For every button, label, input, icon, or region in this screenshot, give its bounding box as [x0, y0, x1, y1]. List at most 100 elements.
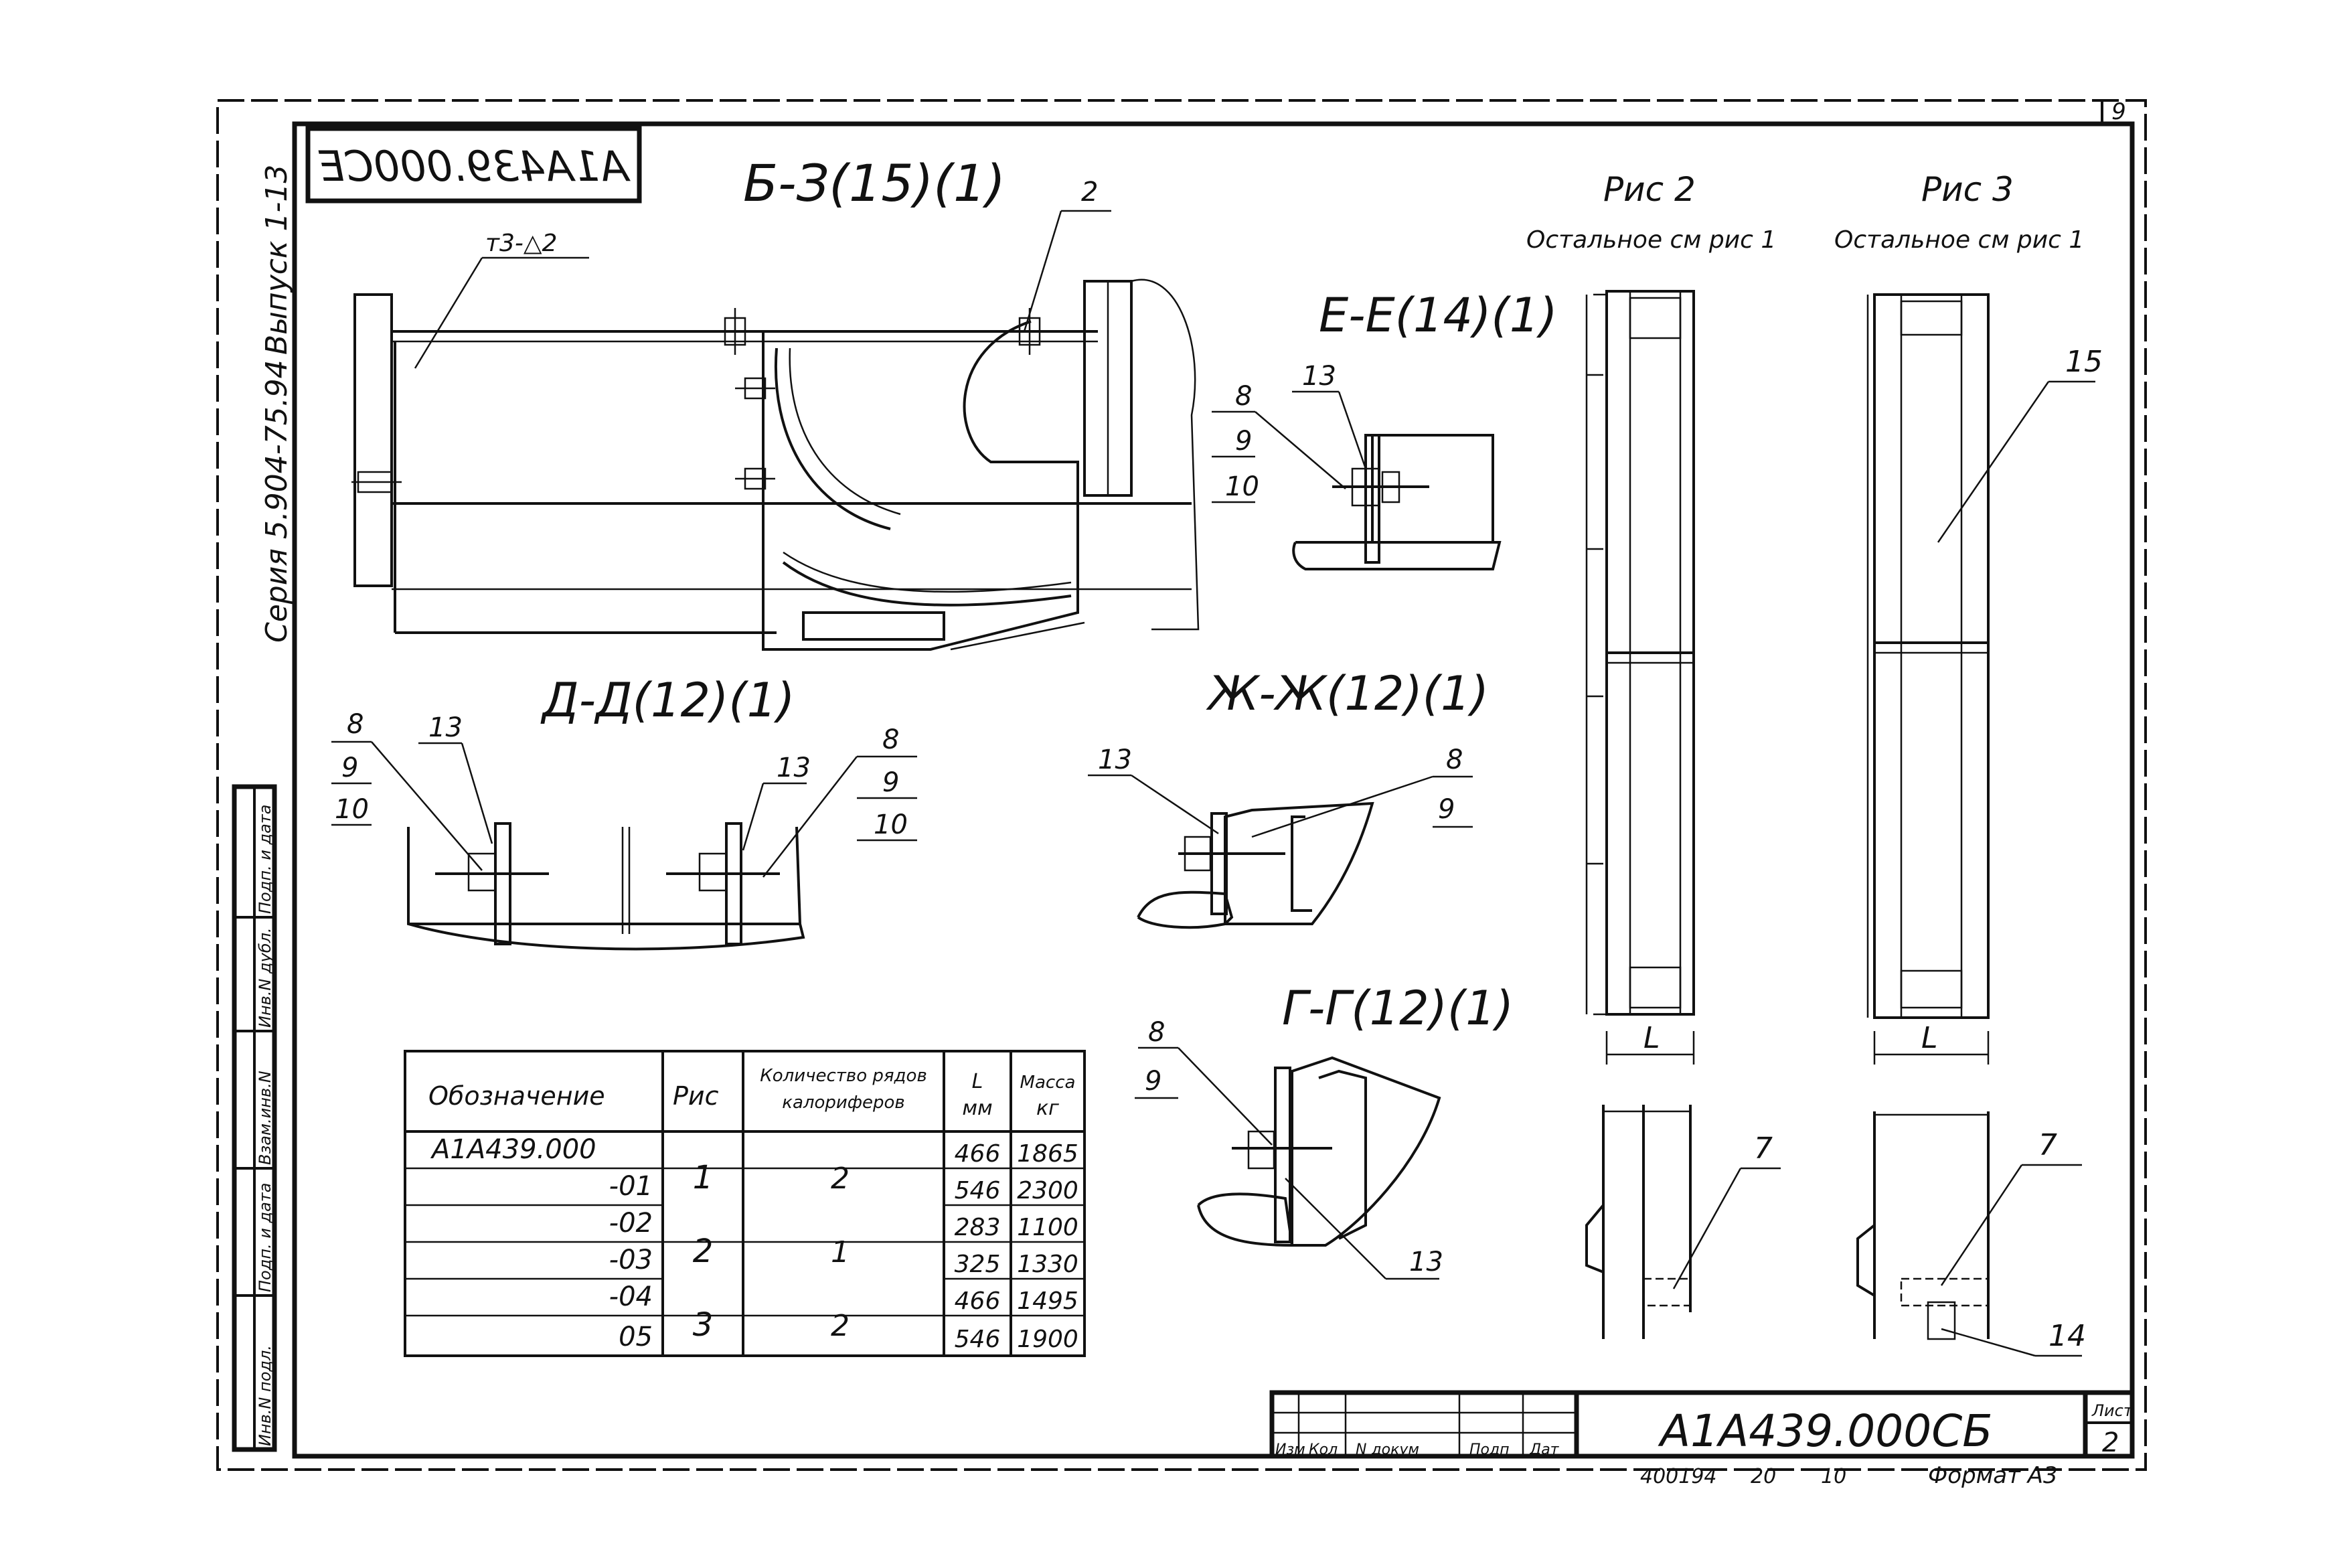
weld-mark: т3-△2 [485, 230, 557, 257]
view-d-d-title: Д-Д(12)(1) [540, 673, 795, 728]
view-b-z: Б-З(15)(1) т3-△2 2 [351, 153, 1200, 651]
fig-3-callout-7: 7 [2038, 1128, 2057, 1162]
fig-3-note: Остальное см рис 1 [1834, 226, 2084, 254]
td-r5-l: 546 [955, 1326, 1001, 1353]
title-block: Изм Кол N докум Подп Дат А1А439.000СБ Ли… [1269, 1390, 2135, 1489]
stamp-col-podp-data-2: Подп. и дата [256, 805, 274, 915]
th-mass-1: Масса [1020, 1073, 1076, 1093]
zh-zh-callout-8: 8 [1446, 744, 1463, 775]
d-d-left-10: 10 [335, 794, 369, 825]
view-zh-zh-title: Ж-Ж(12)(1) [1206, 666, 1489, 721]
tb-designation: А1А439.000СБ [1658, 1405, 1993, 1457]
td-r2-mass: 1100 [1017, 1214, 1078, 1241]
td-r0-l: 466 [955, 1140, 1001, 1168]
th-rows-count-2: калориферов [782, 1093, 905, 1113]
drawing-frame: 9 [216, 98, 2147, 1471]
g-g-callout-8: 8 [1148, 1017, 1165, 1048]
td-r1-l: 546 [955, 1177, 1001, 1204]
stamp-col-podp-data-1: Подп. и дата [256, 1183, 274, 1293]
fig-2: Рис 2 Остальное см рис 1 L 7 [1526, 170, 1781, 1339]
td-r1-designation: -01 [609, 1171, 653, 1202]
fig-2-callout-7: 7 [1754, 1131, 1773, 1166]
view-e-e-title: Е-Е(14)(1) [1319, 288, 1558, 343]
td-r1-mass: 2300 [1017, 1177, 1078, 1204]
d-d-left-13: 13 [428, 712, 463, 743]
td-r2-designation: -02 [609, 1208, 653, 1239]
fig-2-note: Остальное см рис 1 [1526, 226, 1776, 254]
td-r0-fig: 1 [693, 1159, 714, 1196]
fig-3: Рис 3 Остальное см рис 1 15 L 7 14 [1834, 170, 2103, 1357]
tb-col-ndokum: N докум [1356, 1441, 1419, 1458]
left-stamp-strip: Инв.N подл. Подп. и дата Взам.инв.N Инв.… [232, 784, 277, 1452]
view-d-d: Д-Д(12)(1) 8 9 10 13 13 8 9 10 [331, 673, 917, 951]
fig-2-title: Рис 2 [1603, 170, 1696, 209]
e-e-callout-8: 8 [1235, 381, 1252, 412]
td-r4-rows: 2 [831, 1309, 850, 1343]
tb-col-izm: Изм [1275, 1441, 1305, 1458]
fig-3-callout-15: 15 [2065, 345, 2103, 379]
th-designation: Обозначение [428, 1081, 605, 1111]
stamp-col-inv-podl: Инв.N подл. [256, 1345, 274, 1446]
fig-3-title: Рис 3 [1921, 170, 2014, 209]
view-g-g: Г-Г(12)(1) 8 9 13 [1135, 981, 1514, 1280]
td-r3-l: 325 [955, 1251, 1001, 1278]
e-e-callout-9: 9 [1235, 426, 1252, 457]
stamp-col-inv-dubl: Инв.N дубл. [256, 927, 274, 1028]
td-r0-rows: 2 [831, 1162, 850, 1196]
tb-col-data: Дат [1529, 1441, 1560, 1458]
e-e-callout-13: 13 [1302, 361, 1336, 392]
tb-sheet: 2 [2102, 1427, 2119, 1458]
d-d-right-8: 8 [882, 724, 899, 755]
d-d-right-13: 13 [777, 753, 811, 783]
callout-2: 2 [1081, 177, 1098, 208]
issue-label: Выпуск 1-13 [260, 165, 294, 355]
spec-table: Обозначение Рис Количество рядов калориф… [404, 1050, 1086, 1357]
td-r4-l: 466 [955, 1287, 1001, 1315]
zh-zh-callout-13: 13 [1098, 744, 1132, 775]
td-r3-designation: -03 [609, 1245, 653, 1275]
sheet-number: 9 [2111, 98, 2126, 125]
tb-col-kol: Кол [1309, 1441, 1338, 1458]
fig-3-callout-14: 14 [2048, 1319, 2086, 1353]
th-l-2: мм [962, 1097, 992, 1120]
tb-col-podp: Подп [1469, 1441, 1510, 1458]
th-fig: Рис [673, 1081, 719, 1111]
d-d-right-10: 10 [874, 809, 908, 840]
td-r4-fig: 3 [693, 1306, 714, 1344]
td-r4-mass: 1495 [1017, 1287, 1078, 1315]
td-r4-designation: -04 [609, 1281, 653, 1312]
td-r5-designation: 05 [619, 1322, 653, 1352]
tb-archive-2: 20 [1751, 1465, 1776, 1488]
td-r2-rows: 1 [831, 1235, 850, 1269]
tb-archive-3: 10 [1821, 1465, 1846, 1488]
tb-archive-no: 400194 [1640, 1465, 1717, 1488]
mirrored-designation-box: А1А439.000СЕ [305, 126, 642, 204]
d-d-left-8: 8 [347, 709, 364, 740]
view-zh-zh: Ж-Ж(12)(1) 13 8 9 [1088, 666, 1489, 929]
e-e-callout-10: 10 [1225, 471, 1259, 502]
view-g-g-title: Г-Г(12)(1) [1282, 981, 1514, 1036]
fig-2-dim: L [1643, 1021, 1660, 1055]
zh-zh-callout-9: 9 [1438, 794, 1455, 825]
th-mass-2: кг [1036, 1097, 1059, 1120]
stamp-col-vzam-inv: Взам.инв.N [256, 1071, 274, 1165]
d-d-right-9: 9 [882, 767, 899, 798]
td-r2-fig: 2 [693, 1233, 714, 1270]
th-l-1: L [972, 1070, 983, 1093]
g-g-callout-9: 9 [1145, 1066, 1161, 1097]
td-r0-mass: 1865 [1017, 1140, 1078, 1168]
d-d-left-9: 9 [341, 753, 358, 783]
mirrored-designation: А1А439.000СЕ [318, 142, 631, 191]
fig-3-dim: L [1921, 1021, 1938, 1055]
td-r0-designation: А1А439.000 [430, 1134, 596, 1165]
view-e-e: Е-Е(14)(1) 8 9 10 13 [1212, 288, 1558, 570]
th-rows-count-1: Количество рядов [760, 1066, 927, 1086]
g-g-callout-13: 13 [1409, 1247, 1443, 1277]
td-r3-mass: 1330 [1017, 1251, 1078, 1278]
tb-sheet-label: Лист [2091, 1401, 2134, 1420]
td-r2-l: 283 [955, 1214, 1001, 1241]
view-b-z-title: Б-З(15)(1) [743, 153, 1006, 213]
tb-format: Формат А3 [1928, 1462, 2058, 1489]
